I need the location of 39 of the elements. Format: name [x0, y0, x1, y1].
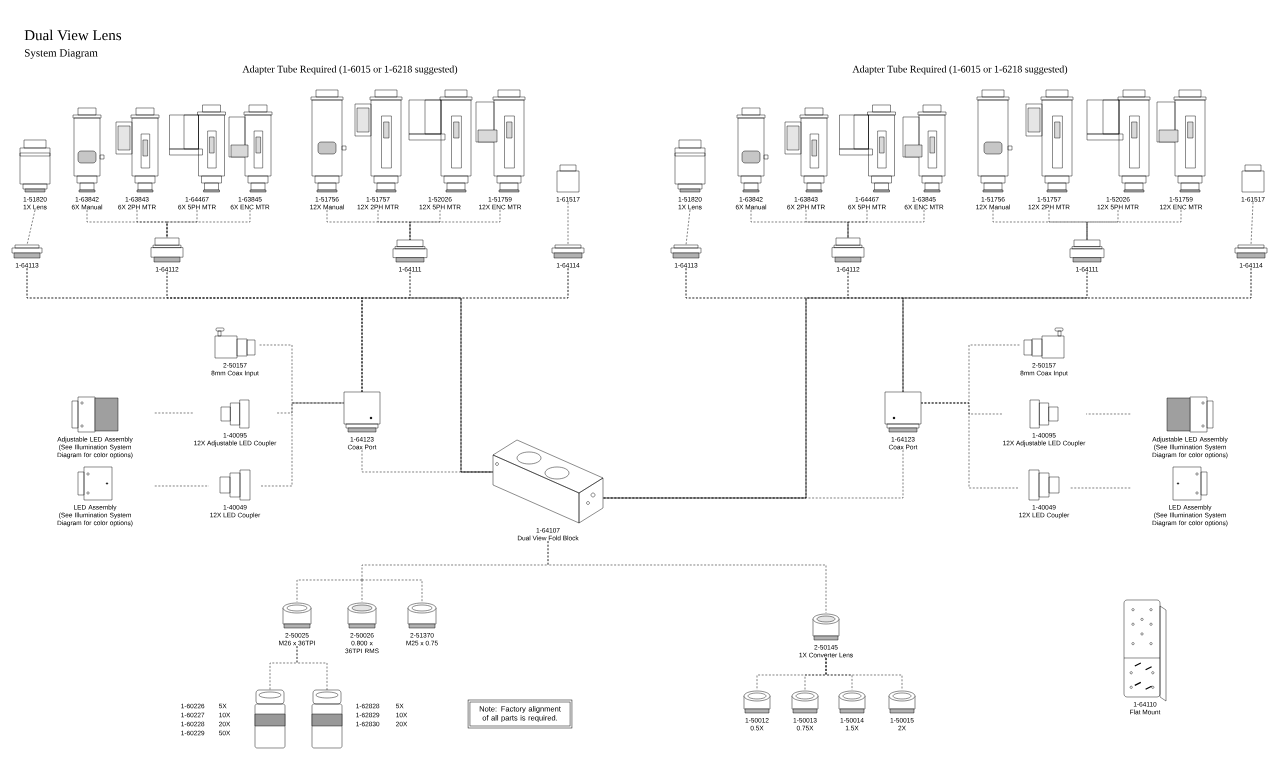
- dashed-connector: [1086, 209, 1119, 241]
- objective-lens-drawing: [254, 689, 286, 749]
- note-text: Adapter Tube Required (1-6015 or 1-6218 suggested): [852, 65, 1068, 75]
- dashed-connector: [603, 268, 1252, 499]
- dashed-connector: [603, 272, 849, 499]
- dashed-connector: [847, 209, 925, 239]
- dashed-connector: [361, 449, 494, 473]
- dashed-connector: [409, 209, 501, 241]
- dashed-connector: [276, 402, 345, 414]
- dashed-connector: [603, 449, 904, 499]
- dashed-connector: [921, 402, 1019, 489]
- dashed-connector: [547, 540, 827, 614]
- dashed-connector: [409, 209, 441, 241]
- dashed-connector: [154, 485, 210, 487]
- dashed-connector: [296, 645, 328, 691]
- dashed-connector: [260, 402, 345, 487]
- note-text: Adapter Tube Required (1-6015 or 1-6218 suggested): [242, 65, 458, 75]
- objective-lens-drawing: [311, 689, 343, 749]
- dashed-connector: [921, 402, 1003, 415]
- dashed-connector: [154, 412, 194, 414]
- dashed-connector: [166, 209, 198, 239]
- dashed-connector: [1250, 202, 1254, 246]
- dashed-connector: [166, 209, 251, 239]
- title: Dual View Lens: [24, 29, 122, 41]
- dashed-connector: [1086, 209, 1182, 241]
- dashed-connector: [805, 209, 849, 239]
- dashed-connector: [685, 209, 691, 246]
- dashed-connector: [567, 202, 569, 246]
- subtitle: System Diagram: [24, 49, 98, 59]
- dashed-connector: [259, 344, 345, 404]
- dashed-connector: [1069, 487, 1131, 489]
- dashed-connector: [1085, 413, 1131, 415]
- dashed-connector: [361, 579, 363, 603]
- dashed-connector: [296, 579, 363, 603]
- dashed-connector: [825, 657, 903, 691]
- dashed-connector: [361, 579, 423, 603]
- dashed-connector: [26, 209, 36, 246]
- dashed-connector: [460, 268, 569, 473]
- dashed-connector: [409, 272, 494, 473]
